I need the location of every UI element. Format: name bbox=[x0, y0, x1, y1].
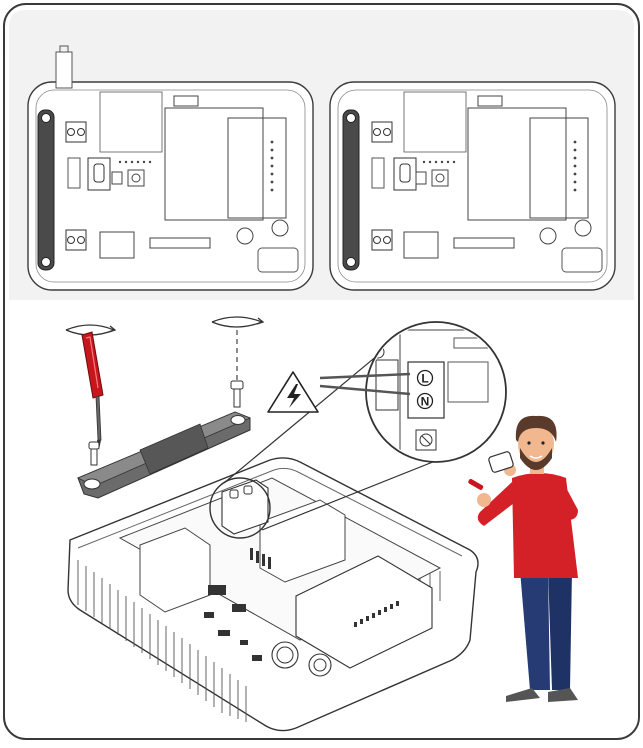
live-label: L bbox=[421, 372, 428, 386]
board-view-left bbox=[27, 45, 314, 291]
high-voltage-warning-icon bbox=[267, 371, 319, 413]
mounting-bracket-top-left bbox=[37, 109, 55, 271]
mounting-bracket-top-right bbox=[342, 109, 360, 271]
screwdriver bbox=[81, 331, 104, 450]
screw bbox=[230, 380, 244, 408]
live-terminal bbox=[416, 369, 434, 387]
screw-left bbox=[88, 441, 100, 466]
neutral-terminal bbox=[416, 392, 434, 410]
neutral-label: N bbox=[421, 395, 430, 409]
technician-figure bbox=[468, 415, 578, 702]
zoom-source-circle bbox=[209, 477, 271, 539]
phone bbox=[488, 451, 514, 473]
terminal-block bbox=[221, 479, 269, 535]
zoom-detail: L N bbox=[319, 321, 507, 463]
board-view-right bbox=[329, 81, 616, 291]
mounting-bracket bbox=[77, 411, 252, 499]
radio-module bbox=[295, 555, 433, 669]
enclosure-base bbox=[67, 457, 479, 732]
